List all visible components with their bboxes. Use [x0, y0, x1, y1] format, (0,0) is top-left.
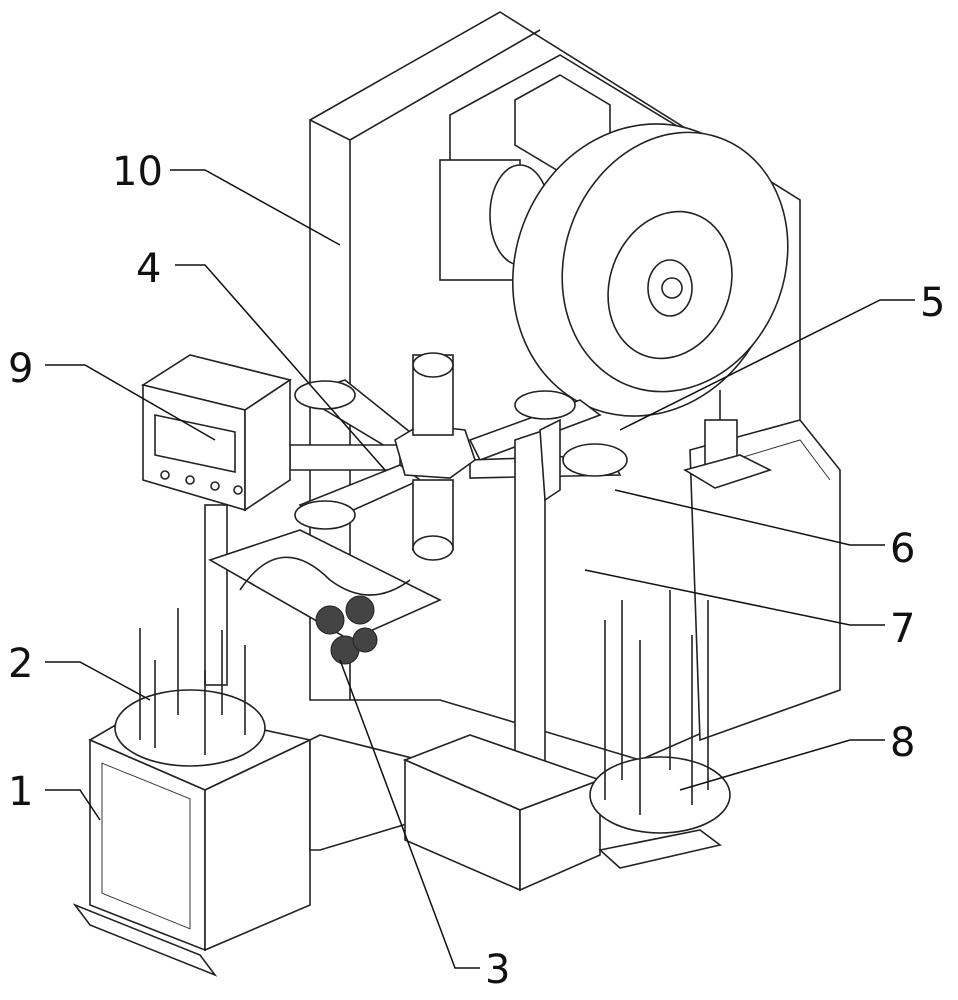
label-8: 8 [890, 720, 915, 766]
label-10: 10 [112, 149, 163, 195]
control-box [143, 355, 290, 685]
label-6: 6 [890, 526, 915, 572]
label-4: 4 [136, 246, 161, 292]
middle-base [405, 735, 600, 890]
label-3: 3 [485, 947, 510, 993]
label-7: 7 [890, 606, 915, 652]
label-9: 9 [8, 346, 33, 392]
label-5: 5 [920, 280, 945, 326]
label-1: 1 [8, 769, 33, 815]
label-2: 2 [8, 641, 33, 687]
